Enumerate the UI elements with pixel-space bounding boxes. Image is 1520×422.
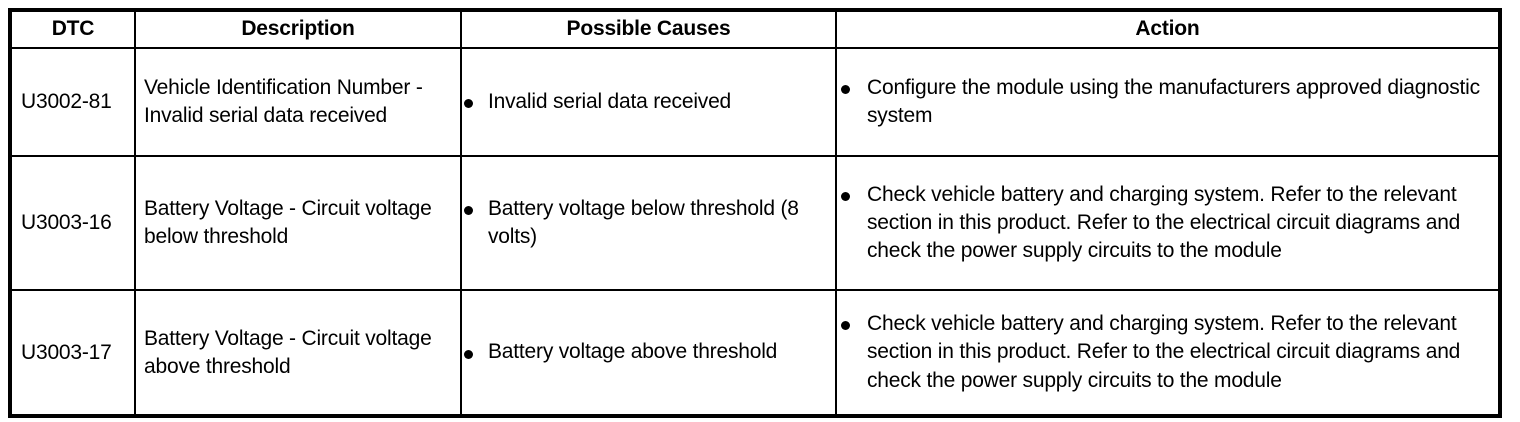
possible-causes-list: Invalid serial data received [462,88,835,116]
column-header-possible-causes: Possible Causes [460,8,837,49]
possible-causes-list: Battery voltage below threshold (8 volts… [462,195,835,251]
table-row: U3003-16 Battery Voltage - Circuit volta… [8,155,1502,291]
cell-dtc: U3002-81 [8,47,136,157]
action-list: Configure the module using the manufactu… [837,74,1498,130]
cell-possible-causes: Battery voltage above threshold [460,289,837,418]
bullet-icon [841,85,850,94]
action-text: Configure the module using the manufactu… [867,75,1480,127]
dtc-code: U3003-17 [21,340,112,364]
description-text: Battery Voltage - Circuit voltage above … [144,326,432,378]
bullet-icon [464,349,473,359]
action-text: Check vehicle battery and charging syste… [867,312,1461,392]
cell-possible-causes: Invalid serial data received [460,47,837,157]
cell-action: Check vehicle battery and charging syste… [835,289,1502,418]
list-item: Battery voltage above threshold [464,338,825,366]
cell-description: Vehicle Identification Number - Invalid … [134,47,462,157]
action-list: Check vehicle battery and charging syste… [837,181,1498,265]
column-header-action: Action [835,8,1502,49]
list-item: Check vehicle battery and charging syste… [841,181,1486,265]
table-row: U3002-81 Vehicle Identification Number -… [8,47,1502,157]
table-body: U3002-81 Vehicle Identification Number -… [8,47,1502,418]
bullet-icon [841,191,850,201]
bullet-icon [841,321,850,331]
list-item: Configure the module using the manufactu… [841,74,1486,130]
dtc-code: U3003-16 [21,211,112,235]
cell-possible-causes: Battery voltage below threshold (8 volts… [460,155,837,291]
description-text: Battery Voltage - Circuit voltage below … [144,197,432,248]
bullet-icon [464,99,473,109]
cell-description: Battery Voltage - Circuit voltage above … [134,289,462,418]
table-header-row: DTC Description Possible Causes Action [8,8,1502,49]
dtc-code: U3002-81 [21,90,112,114]
cell-action: Check vehicle battery and charging syste… [835,155,1502,291]
possible-cause-text: Invalid serial data received [488,89,732,113]
cell-action: Configure the module using the manufactu… [835,47,1502,157]
list-item: Battery voltage below threshold (8 volts… [464,195,825,251]
dtc-diagnostic-table: DTC Description Possible Causes Action U… [8,8,1502,418]
column-header-dtc: DTC [8,8,136,49]
list-item: Invalid serial data received [464,88,825,116]
possible-causes-list: Battery voltage above threshold [462,338,835,366]
table-row: U3003-17 Battery Voltage - Circuit volta… [8,289,1502,418]
action-text: Check vehicle battery and charging syste… [867,182,1461,263]
bullet-icon [464,206,473,215]
action-list: Check vehicle battery and charging syste… [837,310,1498,394]
table-header: DTC Description Possible Causes Action [8,8,1502,49]
cell-dtc: U3003-17 [8,289,136,418]
list-item: Check vehicle battery and charging syste… [841,310,1486,394]
cell-description: Battery Voltage - Circuit voltage below … [134,155,462,291]
column-header-description: Description [134,8,462,49]
possible-cause-text: Battery voltage above threshold [488,340,778,364]
description-text: Vehicle Identification Number - Invalid … [144,76,423,127]
possible-cause-text: Battery voltage below threshold (8 volts… [488,196,799,248]
cell-dtc: U3003-16 [8,155,136,291]
